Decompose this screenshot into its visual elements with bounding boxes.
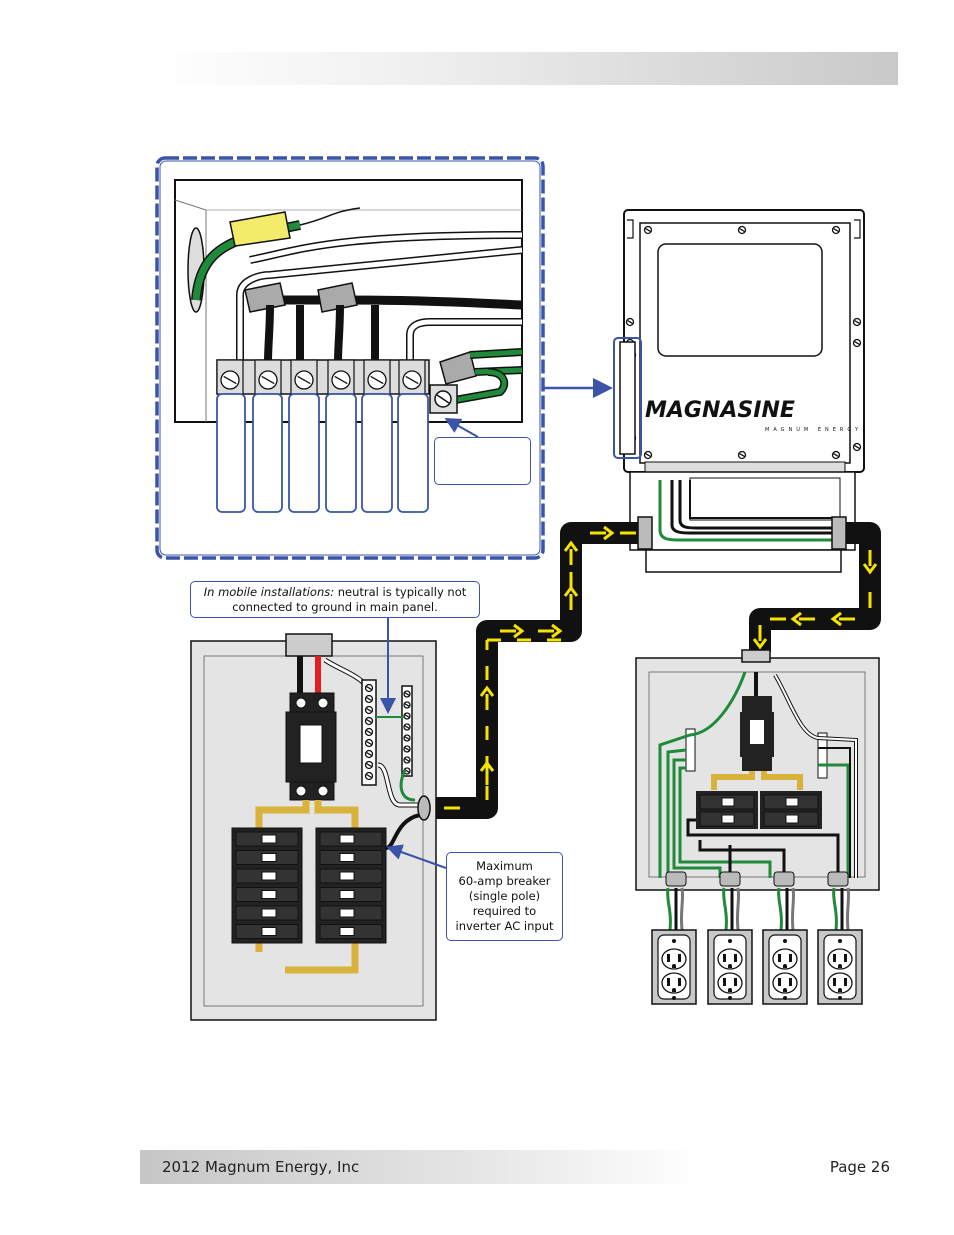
callout-mobile-line1: neutral is typically not (334, 585, 467, 599)
flow-arrow (479, 760, 495, 785)
inverter-logo: MAGNASINE (645, 398, 795, 423)
flow-arrow (830, 611, 855, 627)
footer-page-number: Page 26 (829, 1158, 890, 1176)
terminal-pillar (216, 393, 246, 513)
callout-mobile-line2: connected to ground in main panel. (232, 600, 438, 614)
terminal-pillar (397, 393, 429, 513)
terminal-pillar (361, 393, 393, 513)
terminal-pillar (325, 393, 357, 513)
callout-ground-terminal (434, 437, 531, 485)
header-bar (150, 52, 898, 85)
zoom-inset (155, 156, 545, 560)
flow-arrow (479, 685, 495, 710)
callout-mobile-neutral: In mobile installations: neutral is typi… (190, 581, 480, 618)
cable-gland (665, 871, 687, 887)
footer-copyright: 2012 Magnum Energy, Inc (162, 1158, 360, 1176)
callout-breaker-line3: (single pole) (468, 889, 541, 903)
ac-input-cable (420, 522, 645, 819)
footer-bar: 2012 Magnum Energy, Inc Page 26 (140, 1150, 890, 1184)
cable-gland (827, 871, 849, 887)
outlet-4 (817, 887, 863, 1005)
terminal-block (216, 359, 458, 414)
main-panel (190, 633, 437, 1021)
cable-gland (773, 871, 795, 887)
flow-arrow (500, 623, 525, 639)
outlet-3 (762, 887, 808, 1005)
flow-arrow (862, 550, 878, 575)
callout-breaker-line5: inverter AC input (455, 919, 554, 933)
flow-arrow (538, 623, 563, 639)
flow-arrow (563, 540, 579, 565)
callout-breaker-line4: required to (472, 904, 537, 918)
flow-arrow (590, 525, 615, 541)
inverter-logo-subbrand: MAGNUM ENERGY (765, 427, 862, 433)
flow-arrow (790, 611, 815, 627)
terminal-pillar (252, 393, 283, 513)
outlets (651, 887, 863, 1005)
terminal-pillar (288, 393, 320, 513)
callout-mobile-italic: In mobile installations: (203, 585, 335, 599)
current-flow-arrows (444, 525, 878, 810)
outlet-2 (707, 887, 753, 1005)
sub-panel (635, 649, 880, 891)
terminal-pillars (216, 393, 429, 513)
inverter: MAGNASINE MAGNUM ENERGY (613, 209, 865, 573)
cable-gland (719, 871, 741, 887)
callout-max-breaker: Maximum 60-amp breaker (single pole) req… (446, 852, 563, 941)
outlet-1 (651, 887, 697, 1005)
callout-breaker-line2: 60-amp breaker (458, 874, 551, 888)
callout-breaker-line1: Maximum (476, 859, 533, 873)
flow-arrow (752, 625, 768, 650)
